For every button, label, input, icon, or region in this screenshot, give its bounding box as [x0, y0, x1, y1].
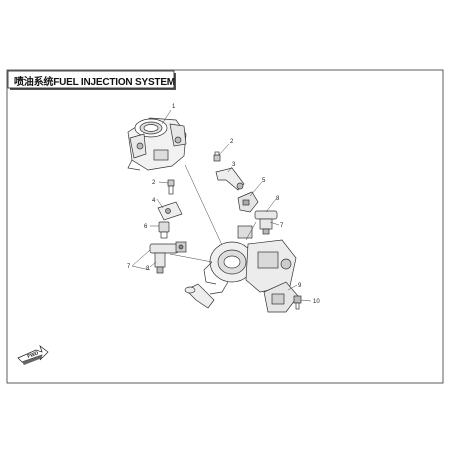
callout-6: 6	[144, 224, 148, 230]
callout-8-left: 8	[146, 266, 150, 272]
forward-marker-label: FWD	[27, 350, 40, 360]
diagram-title: 喷油系统FUEL INJECTION SYSTEM	[14, 77, 175, 88]
callout-4: 4	[152, 198, 156, 204]
screw-part	[293, 295, 302, 310]
leader-lines	[131, 109, 312, 302]
sheet-frame	[6, 69, 444, 384]
hose-lower-part	[184, 283, 215, 309]
title-box	[7, 70, 175, 89]
hose-fitting-part	[215, 167, 245, 191]
injector-part-left	[149, 241, 187, 274]
sensor-housing-part	[263, 281, 299, 313]
callout-8-right: 8	[276, 196, 280, 202]
callout-10: 10	[313, 299, 320, 305]
callout-2-left: 2	[152, 180, 156, 186]
forward-arrow-icon: FWD	[17, 345, 49, 365]
clip-part	[158, 221, 170, 239]
callout-7-right: 7	[280, 223, 284, 229]
callout-1: 1	[172, 104, 176, 110]
callout-5: 5	[262, 178, 266, 184]
sensor-part	[237, 191, 259, 213]
throttle-body-part	[127, 117, 187, 171]
intake-manifold-part	[203, 225, 297, 295]
bolt-part-left	[167, 179, 175, 195]
bolt-part-upper	[213, 151, 221, 162]
bracket-part	[157, 201, 183, 221]
injector-part-right	[254, 210, 278, 235]
callout-3: 3	[232, 162, 236, 168]
callout-2-upper: 2	[230, 139, 234, 145]
callout-9: 9	[298, 283, 302, 289]
callout-labels: 1 2 3 5 2 4 6 8 7 7 8 9 10	[127, 104, 320, 305]
callout-7-left: 7	[127, 264, 131, 270]
